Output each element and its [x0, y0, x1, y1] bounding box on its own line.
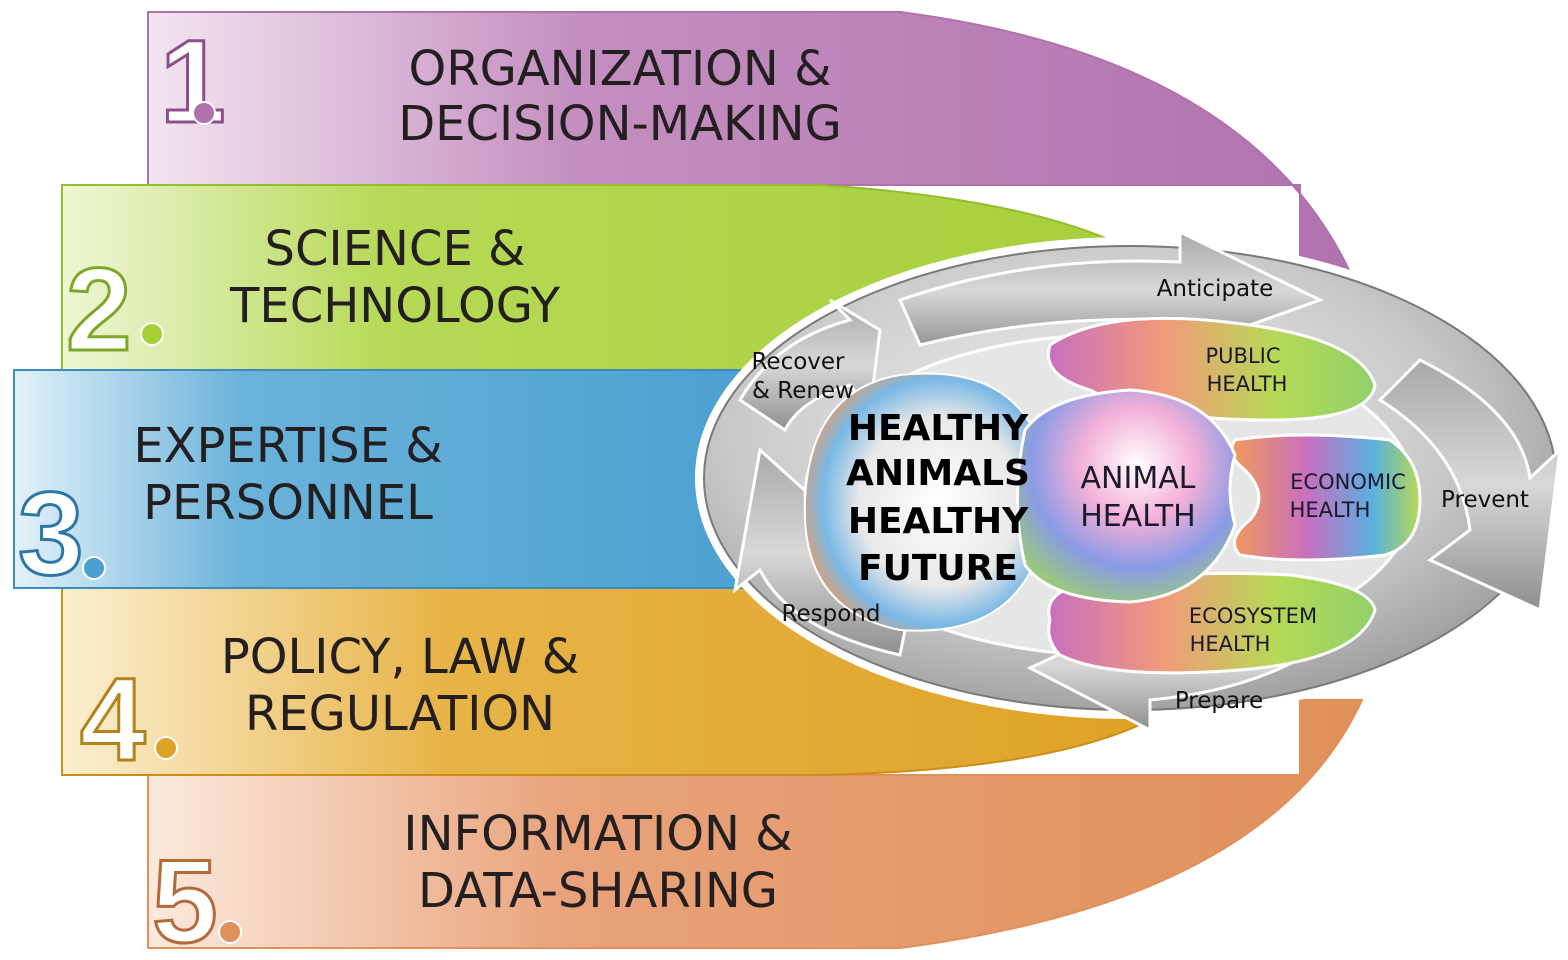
cycle-label-prepare: Prepare	[1175, 688, 1263, 714]
svg-text:1: 1	[160, 16, 226, 148]
pillar-5-title-line1: INFORMATION &	[403, 806, 792, 862]
pillar-3-dot	[82, 556, 106, 580]
economic-health-label-line2: HEALTH	[1290, 498, 1371, 522]
cycle-label-recover-line2: & Renew	[752, 378, 854, 404]
pillar-2-title-line2: TECHNOLOGY	[229, 278, 561, 334]
pillar-5-dot	[218, 920, 242, 944]
cycle-arrow-recover	[737, 298, 882, 433]
pillar-number-4: 4	[79, 653, 178, 788]
pillar-5-band	[147, 699, 1364, 949]
pillar-3-band	[13, 369, 775, 589]
ecosystem-health-label-line1: ECOSYSTEM	[1189, 604, 1317, 628]
healthy-core-shape	[803, 372, 1052, 632]
pillar-number-1: 1	[159, 15, 228, 150]
pillar-2-dot	[140, 322, 164, 346]
pillar-3-title-line1: EXPERTISE &	[133, 418, 442, 474]
core-line-3: HEALTHY	[848, 501, 1029, 542]
public-health-label-line2: HEALTH	[1207, 372, 1288, 396]
core-line-2: ANIMALS	[846, 453, 1030, 494]
core-line-4: FUTURE	[858, 548, 1018, 589]
core-line-1: HEALTHY	[848, 408, 1029, 449]
pillar-4-dot	[154, 736, 178, 760]
economic-health-label-line1: ECONOMIC	[1290, 470, 1406, 494]
svg-text:2: 2	[66, 244, 132, 376]
pillar-1-title-line2: DECISION-MAKING	[398, 96, 842, 152]
pillar-number-2: 2	[65, 243, 164, 378]
ecosystem-health-label-line2: HEALTH	[1190, 632, 1271, 656]
cycle-arrow-prevent	[1377, 358, 1563, 613]
animal-health-label-line2: HEALTH	[1080, 499, 1196, 534]
pillar-5-title-line2: DATA-SHARING	[418, 863, 778, 919]
economic-health-shape	[1230, 433, 1422, 562]
animal-health-label-line1: ANIMAL	[1081, 461, 1196, 496]
cycle-label-prevent: Prevent	[1441, 487, 1529, 513]
svg-text:4: 4	[80, 654, 146, 786]
cycle-label-respond: Respond	[782, 601, 881, 627]
pillar-4-title-line1: POLICY, LAW &	[221, 629, 579, 685]
pillar-3-title-line2: PERSONNEL	[143, 475, 433, 531]
animal-health-shape	[1016, 388, 1237, 604]
pillar-1-title-line1: ORGANIZATION &	[408, 41, 831, 97]
pillar-number-5: 5	[151, 835, 242, 960]
public-health-label-line1: PUBLIC	[1206, 344, 1281, 368]
cycle-label-recover-line1: Recover	[751, 349, 845, 375]
svg-text:5: 5	[152, 836, 218, 955]
pillar-2-title-line1: SCIENCE &	[265, 221, 526, 277]
cycle-label-anticipate: Anticipate	[1157, 276, 1274, 302]
pillar-4-title-line2: REGULATION	[245, 686, 555, 742]
pillar-1-dot	[192, 101, 216, 125]
pillar-number-3: 3	[17, 467, 106, 602]
svg-text:3: 3	[18, 468, 84, 600]
